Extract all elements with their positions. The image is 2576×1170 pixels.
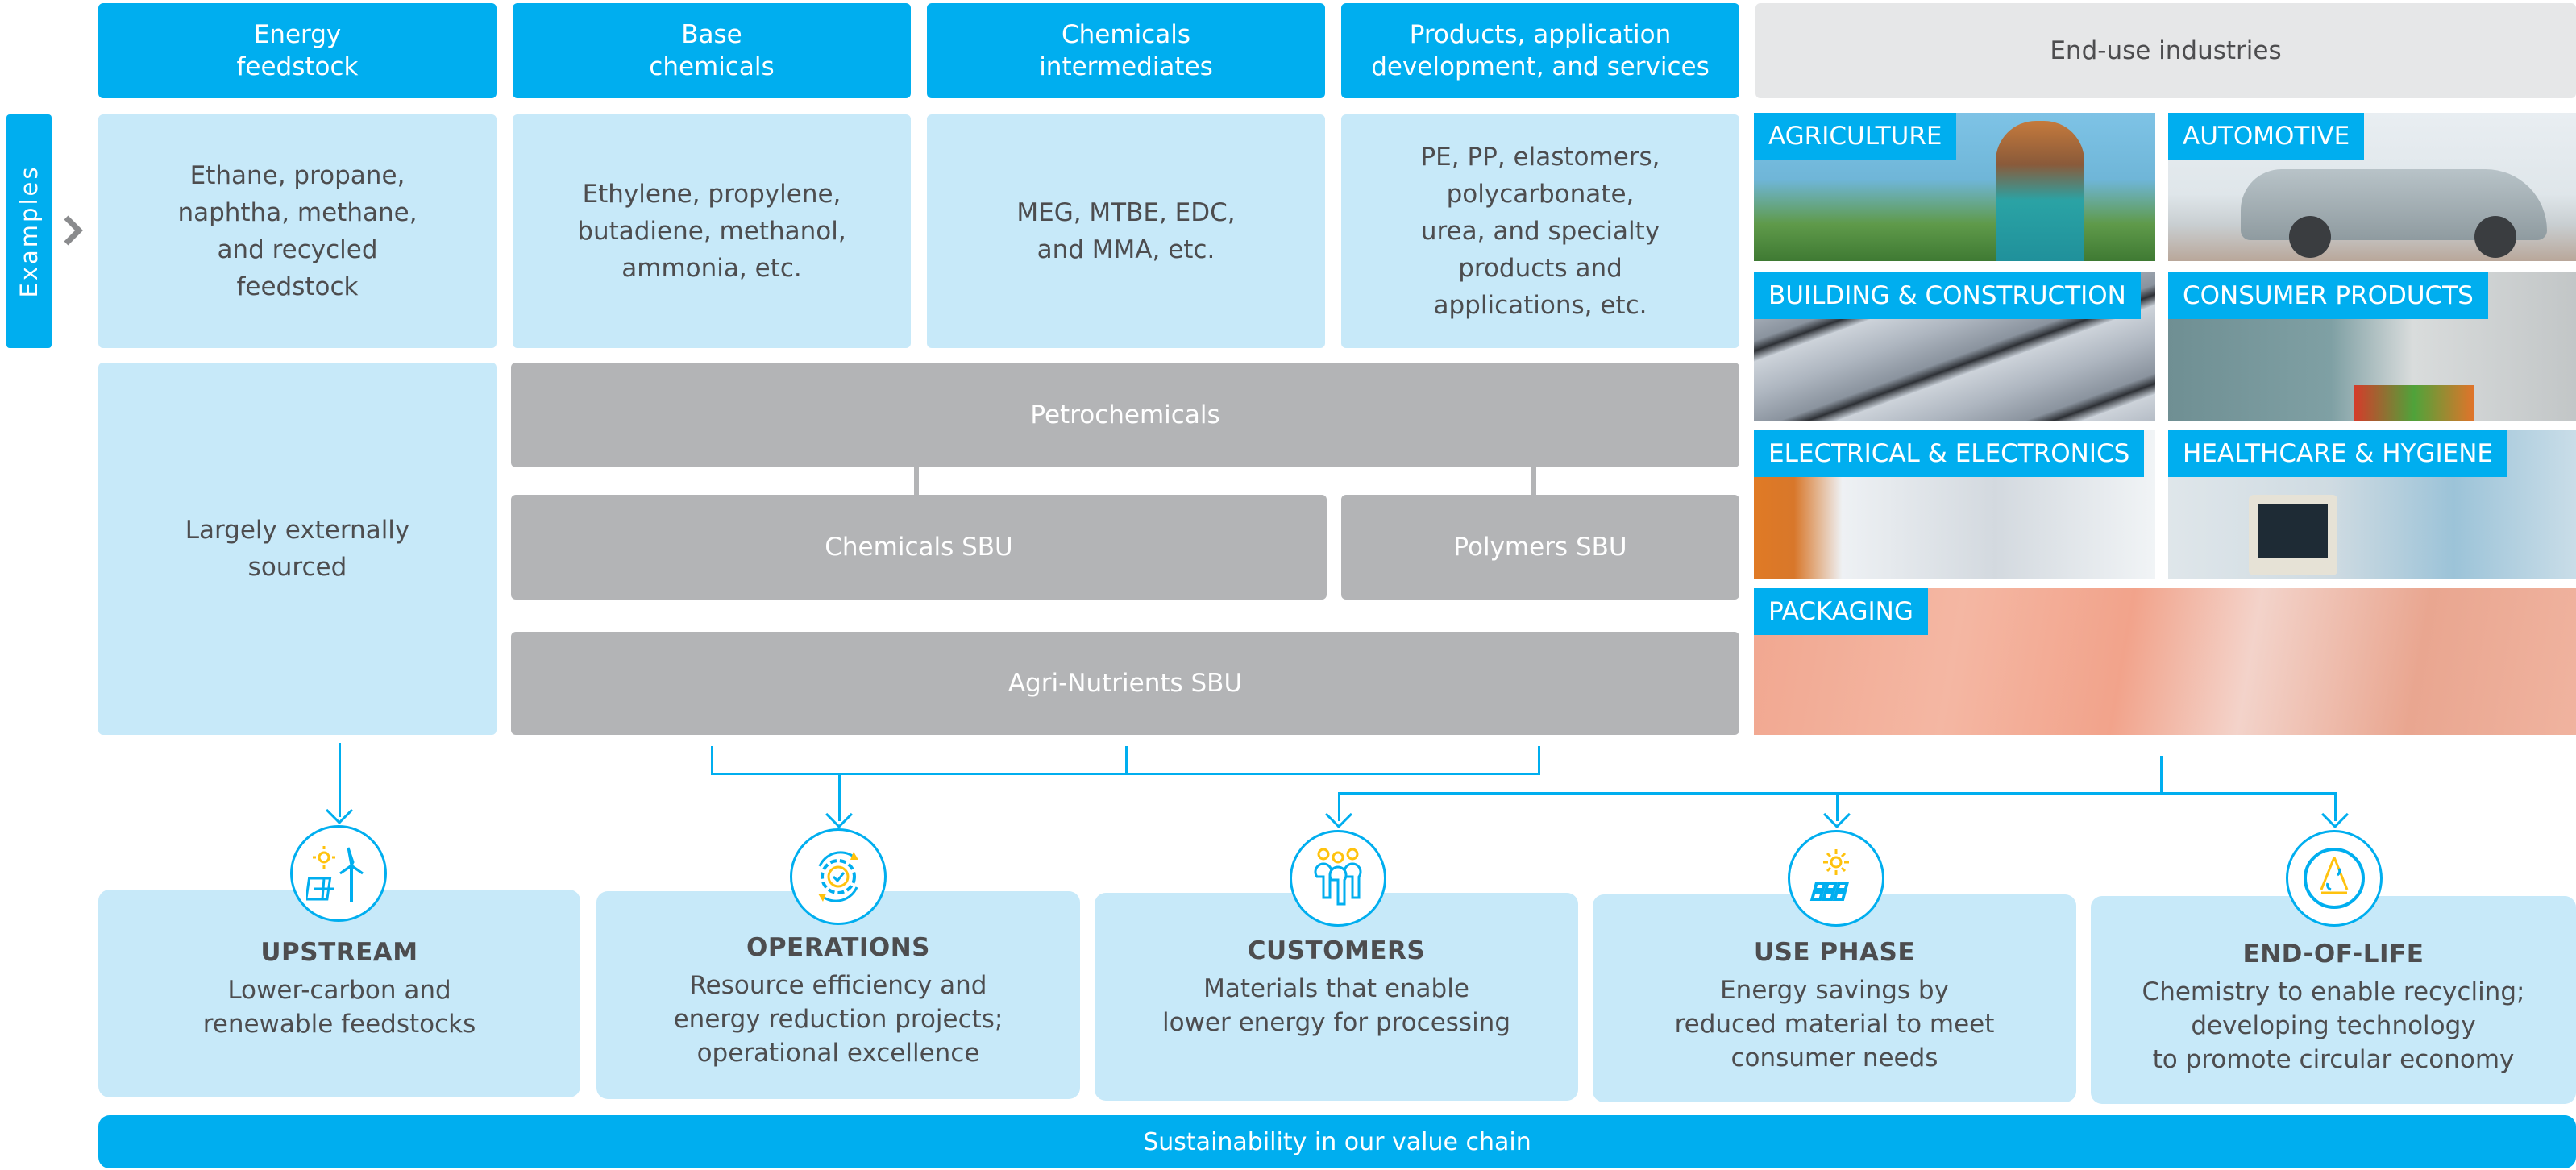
flow-line (1125, 746, 1128, 775)
flow-line-use-phase (1836, 792, 1839, 821)
flow-line (1538, 746, 1540, 775)
flow-line (711, 746, 713, 775)
example-chemicals-intermediates: MEG, MTBE, EDC, and MMA, etc. (927, 114, 1325, 348)
monitor-screen (2258, 504, 2328, 558)
consumer-photo (2354, 385, 2474, 421)
examples-tab-label: Examples (15, 164, 43, 298)
industry-tile-packaging: PACKAGING (1754, 588, 2576, 735)
industry-tile-consumer-products: CONSUMER PRODUCTS (2168, 272, 2576, 421)
industry-label: BUILDING & CONSTRUCTION (1754, 272, 2141, 319)
example-products-services: PE, PP, elastomers, polycarbonate, urea,… (1341, 114, 1739, 348)
wheel-shape (2474, 216, 2516, 258)
industry-label: PACKAGING (1754, 588, 1928, 635)
stage-card-customers: CUSTOMERS Materials that enable lower en… (1095, 893, 1578, 1101)
arrow-down-icon (2321, 801, 2349, 828)
arrow-down-icon (1823, 801, 1851, 828)
stage-desc: Lower-carbon and renewable feedstocks (202, 976, 476, 1039)
flow-line-upstream (339, 743, 341, 817)
header-products-services: Products, application development, and s… (1341, 3, 1739, 98)
agri-nutrients-sbu-box: Agri-Nutrients SBU (511, 632, 1739, 735)
industry-label: ELECTRICAL & ELECTRONICS (1754, 430, 2145, 477)
header-end-use-industries: End-use industries (1755, 3, 2576, 98)
arrow-down-icon (825, 801, 853, 828)
wheel-shape (2289, 216, 2331, 258)
agriculture-photo (1996, 121, 2084, 261)
industry-label: AUTOMOTIVE (2168, 113, 2365, 160)
stage-title: OPERATIONS (746, 933, 930, 962)
connector-chemicals (914, 467, 919, 495)
sourcing-box: Largely externally sourced (98, 363, 497, 735)
connector-polymers (1531, 467, 1536, 495)
stage-desc: Resource efficiency and energy reduction… (673, 971, 1003, 1068)
stage-card-upstream: UPSTREAM Lower-carbon and renewable feed… (98, 890, 580, 1097)
solar-wind-icon (290, 825, 387, 922)
examples-tab: Examples (6, 114, 52, 348)
stage-title: CUSTOMERS (1247, 936, 1426, 965)
industry-tile-agriculture: AGRICULTURE (1754, 113, 2155, 261)
industry-tile-automotive: AUTOMOTIVE (2168, 113, 2576, 261)
industry-tile-healthcare-hygiene: HEALTHCARE & HYGIENE (2168, 430, 2576, 579)
header-chemicals-intermediates: Chemicals intermediates (927, 3, 1325, 98)
example-base-chemicals: Ethylene, propylene, butadiene, methanol… (513, 114, 911, 348)
stage-card-use-phase: USE PHASE Energy savings by reduced mate… (1593, 894, 2076, 1102)
stage-card-end-of-life: END-OF-LIFE Chemistry to enable recyclin… (2091, 896, 2576, 1104)
industry-tile-electrical-electronics: ELECTRICAL & ELECTRONICS (1754, 430, 2155, 579)
stage-desc: Energy savings by reduced material to me… (1674, 976, 1995, 1072)
people-icon (1290, 830, 1386, 927)
industry-label: AGRICULTURE (1754, 113, 1957, 160)
example-energy-feedstock: Ethane, propane, naphtha, methane, and r… (98, 114, 497, 348)
stage-title: END-OF-LIFE (2242, 940, 2424, 969)
flow-line (2160, 756, 2163, 795)
chemicals-sbu-box: Chemicals SBU (511, 495, 1327, 600)
header-energy-feedstock: Energy feedstock (98, 3, 497, 98)
arrow-down-icon (1325, 801, 1352, 828)
arrow-down-icon (326, 797, 353, 824)
gear-cycle-icon (790, 828, 887, 925)
sustainability-bar: Sustainability in our value chain (98, 1115, 2576, 1168)
stage-title: USE PHASE (1753, 938, 1916, 967)
flow-line-operations (838, 773, 841, 821)
flow-line (711, 773, 1540, 775)
stage-desc: Materials that enable lower energy for p… (1161, 974, 1511, 1037)
petrochemicals-box: Petrochemicals (511, 363, 1739, 467)
chevron-right-icon (61, 214, 85, 247)
flow-line-customers (1338, 792, 1340, 821)
stage-card-operations: OPERATIONS Resource efficiency and energ… (596, 891, 1080, 1099)
polymers-sbu-box: Polymers SBU (1341, 495, 1739, 600)
stage-desc: Chemistry to enable recycling; developin… (2142, 977, 2525, 1074)
sun-solar-panel-icon (1788, 830, 1884, 927)
industry-label: CONSUMER PRODUCTS (2168, 272, 2488, 319)
header-base-chemicals: Base chemicals (513, 3, 911, 98)
recycle-icon (2286, 830, 2383, 927)
stage-title: UPSTREAM (260, 938, 418, 967)
flow-line-end-of-life (2334, 792, 2337, 821)
industry-tile-building-construction: BUILDING & CONSTRUCTION (1754, 272, 2155, 421)
industry-label: HEALTHCARE & HYGIENE (2168, 430, 2507, 477)
